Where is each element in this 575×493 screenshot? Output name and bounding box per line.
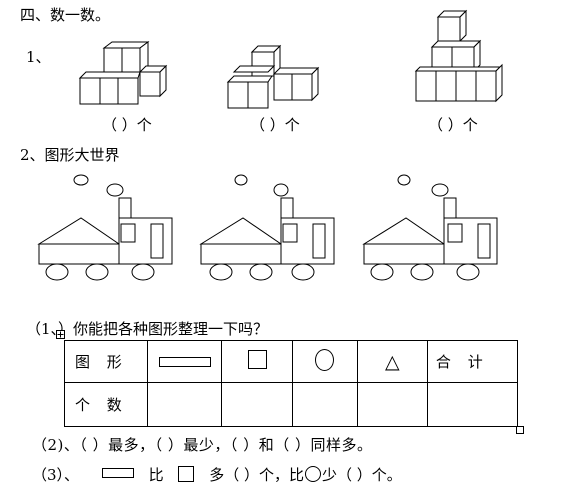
section-title: 四、数一数。 xyxy=(20,6,111,24)
count-cell-square[interactable] xyxy=(221,382,293,427)
row-label-shapes: 图 形 xyxy=(63,340,149,383)
shape-count-table: 图 形 △ 合 计 个 数 xyxy=(63,340,519,427)
train-figure-1 xyxy=(37,174,173,281)
compare-text-more: 多（ ）个，比 xyxy=(209,466,304,484)
answer-blank-2[interactable]: （ ）个 xyxy=(250,116,300,134)
rectangle-inline-icon xyxy=(101,468,134,478)
answer-blank-3[interactable]: （ ）个 xyxy=(428,116,478,134)
sub-question-3: （3）、 比 多（ ）个，比少（ ）个。 xyxy=(32,464,402,485)
total-header: 合 计 xyxy=(426,340,519,383)
rectangle-shape-icon xyxy=(147,340,223,383)
count-cell-triangle[interactable] xyxy=(356,382,428,427)
cube-figure-2 xyxy=(226,44,320,109)
sub-question-3-prefix: （3）、 xyxy=(32,466,80,484)
question-1-label: 1、 xyxy=(26,48,51,66)
count-cell-total[interactable] xyxy=(426,382,519,427)
sub-question-2: （2)、（ ）最多，（ ）最少，（ ）和（ ）同样多。 xyxy=(32,436,373,454)
square-shape-icon xyxy=(221,340,293,383)
square-inline-icon xyxy=(178,466,195,482)
compare-text-bi: 比 xyxy=(148,466,164,484)
count-cell-rectangle[interactable] xyxy=(147,382,223,427)
triangle-shape-icon: △ xyxy=(356,340,428,383)
sub-question-1: （1、）你能把各种图形整理一下吗？ xyxy=(26,320,269,338)
circle-shape-icon xyxy=(291,340,358,383)
compare-text-less: 少（ ）个。 xyxy=(321,466,402,484)
table-resize-handle-icon[interactable] xyxy=(516,426,524,434)
count-cell-circle[interactable] xyxy=(291,382,358,427)
cube-figure-3 xyxy=(414,9,503,103)
cube-figure-1 xyxy=(78,41,168,105)
train-figure-3 xyxy=(362,174,498,281)
question-2-label: 2、图形大世界 xyxy=(20,146,120,164)
table-move-handle-icon[interactable] xyxy=(56,330,66,340)
circle-inline-icon xyxy=(304,466,321,482)
row-label-count: 个 数 xyxy=(63,382,149,427)
train-figure-2 xyxy=(199,174,335,281)
answer-blank-1[interactable]: （ ）个 xyxy=(102,116,152,134)
